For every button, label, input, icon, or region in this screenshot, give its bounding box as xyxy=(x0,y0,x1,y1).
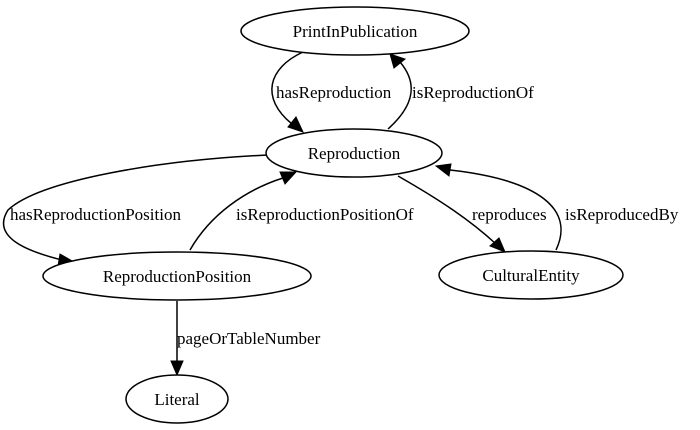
edge-has-reproduction-position-line xyxy=(2,154,269,261)
edge-is-reproduction-position-of-line xyxy=(189,177,284,251)
node-reproduction: Reproduction xyxy=(265,128,443,178)
node-print-in-publication: PrintInPublication xyxy=(240,6,470,56)
node-cultural-entity: CulturalEntity xyxy=(438,250,624,300)
node-reproduction-ellipse xyxy=(265,128,443,178)
edge-page-or-table-number: pageOrTableNumber xyxy=(170,301,321,377)
edge-has-reproduction-line xyxy=(271,51,304,125)
edge-is-reproduction-of-line xyxy=(387,61,412,130)
node-label-print-in-publication: PrintInPublication xyxy=(293,22,418,41)
edge-label-is-reproduced-by: isReproducedBy xyxy=(565,205,679,224)
edge-has-reproduction-position: hasReproductionPosition xyxy=(2,154,269,267)
edge-label-has-reproduction: hasReproduction xyxy=(276,83,392,102)
edge-page-or-table-number-arrow xyxy=(170,360,184,377)
edge-reproduces-arrow xyxy=(489,237,506,253)
edge-is-reproduced-by-line xyxy=(449,169,562,251)
edge-label-is-reproduction-of: isReproductionOf xyxy=(412,83,534,102)
edge-is-reproduced-by: isReproducedBy xyxy=(434,163,679,251)
edge-is-reproduction-position-of: isReproductionPositionOf xyxy=(189,171,414,251)
node-label-reproduction: Reproduction xyxy=(308,144,401,163)
edge-label-is-reproduction-position-of: isReproductionPositionOf xyxy=(236,205,414,224)
edge-label-page-or-table-number: pageOrTableNumber xyxy=(177,329,321,348)
node-reproduction-position: ReproductionPosition xyxy=(42,251,312,301)
node-label-reproduction-position: ReproductionPosition xyxy=(103,267,252,286)
node-literal-ellipse xyxy=(125,374,229,424)
node-label-cultural-entity: CulturalEntity xyxy=(482,266,580,285)
edge-reproduces-line xyxy=(397,175,497,245)
node-reproduction-position-ellipse xyxy=(42,251,312,301)
edge-is-reproduction-position-of-arrow xyxy=(279,171,298,185)
node-label-literal: Literal xyxy=(154,390,200,409)
edge-reproduces: reproduces xyxy=(397,175,547,253)
edge-is-reproduced-by-arrow xyxy=(434,163,452,177)
node-literal: Literal xyxy=(125,374,229,424)
edge-is-reproduction-of-arrow xyxy=(389,53,407,69)
edge-label-reproduces: reproduces xyxy=(472,205,547,224)
edge-is-reproduction-of: isReproductionOf xyxy=(387,53,534,130)
edge-has-reproduction-arrow xyxy=(287,116,304,133)
node-cultural-entity-ellipse xyxy=(438,250,624,300)
edge-label-has-reproduction-position: hasReproductionPosition xyxy=(10,205,181,224)
edge-has-reproduction: hasReproduction xyxy=(271,51,392,133)
node-print-in-publication-ellipse xyxy=(240,6,470,56)
